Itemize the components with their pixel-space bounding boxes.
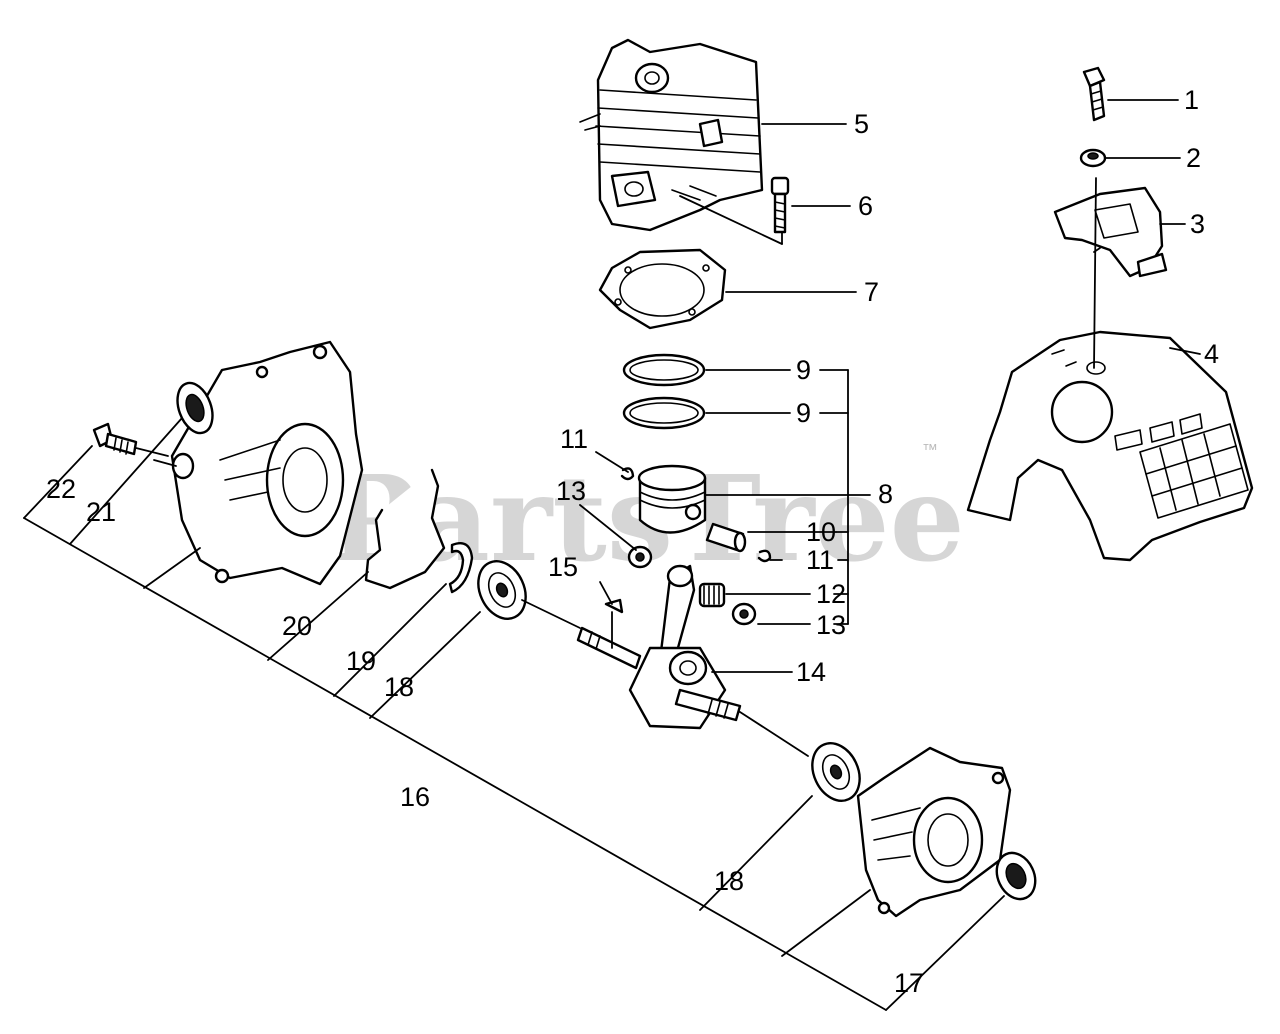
part-main-bearing-right[interactable]	[803, 736, 868, 809]
part-piston-ring-upper[interactable]	[622, 353, 706, 387]
callout-1: 1	[1184, 85, 1199, 115]
part-piston[interactable]	[637, 464, 707, 534]
callout-6: 6	[858, 191, 873, 221]
part-crankcase-right[interactable]	[856, 746, 1012, 918]
part-crankcase-bolt[interactable]	[92, 422, 138, 456]
callout-5: 5	[854, 109, 869, 139]
callout-12: 12	[816, 579, 846, 609]
part-woodruff-key[interactable]	[604, 598, 624, 614]
callout-18-left: 18	[384, 672, 414, 702]
part-snap-ring[interactable]	[448, 541, 474, 594]
callout-13-right: 13	[816, 610, 846, 640]
part-oil-seal-right[interactable]	[990, 847, 1043, 906]
callout-2: 2	[1186, 143, 1201, 173]
part-cover-plate[interactable]	[1053, 186, 1168, 278]
callout-15: 15	[548, 552, 578, 582]
callout-22: 22	[46, 474, 76, 504]
part-oil-seal-left[interactable]	[171, 378, 219, 438]
part-washer-left[interactable]	[627, 545, 653, 569]
callout-8: 8	[878, 479, 893, 509]
part-piston-ring-lower[interactable]	[622, 396, 706, 430]
part-crankcase-left[interactable]	[170, 340, 364, 586]
callout-3: 3	[1190, 209, 1205, 239]
part-crankshaft[interactable]	[576, 564, 742, 730]
part-main-bearing-left[interactable]	[469, 554, 534, 627]
part-cover-screw[interactable]	[1082, 66, 1106, 122]
callout-17: 17	[894, 968, 924, 998]
callout-10: 10	[806, 517, 836, 547]
callout-19: 19	[346, 646, 376, 676]
part-cylinder[interactable]	[579, 38, 764, 232]
part-crankcase-gasket[interactable]	[364, 468, 446, 590]
callout-21: 21	[86, 497, 116, 527]
callout-labels: 1 2 3 4 5 6 7 8 9 9 10 11 11 12 13 13 14…	[46, 85, 1219, 998]
callout-4: 4	[1204, 339, 1219, 369]
callout-14: 14	[796, 657, 826, 687]
callout-11-right: 11	[806, 545, 834, 575]
watermark-trademark: ™	[922, 442, 938, 459]
assembly-lines	[23, 417, 1005, 1011]
callout-9-lower: 9	[796, 398, 811, 428]
part-piston-pin[interactable]	[705, 522, 747, 553]
callout-16: 16	[400, 782, 430, 812]
part-needle-bearing[interactable]	[698, 582, 726, 608]
part-cylinder-bolt[interactable]	[770, 176, 790, 234]
part-washer-right[interactable]	[731, 602, 757, 626]
callout-9-upper: 9	[796, 355, 811, 385]
callout-13-left: 13	[556, 476, 586, 506]
part-cylinder-gasket[interactable]	[598, 248, 727, 330]
callout-7: 7	[864, 277, 879, 307]
part-pin-clip-left[interactable]	[620, 467, 635, 481]
part-top-cover[interactable]	[966, 330, 1254, 562]
leader-lines	[135, 99, 1201, 757]
callout-20: 20	[282, 611, 312, 641]
part-pin-clip-right[interactable]	[757, 549, 772, 563]
part-grommet[interactable]	[1079, 148, 1107, 168]
callout-18-right: 18	[714, 866, 744, 896]
callout-11-left: 11	[560, 424, 588, 454]
